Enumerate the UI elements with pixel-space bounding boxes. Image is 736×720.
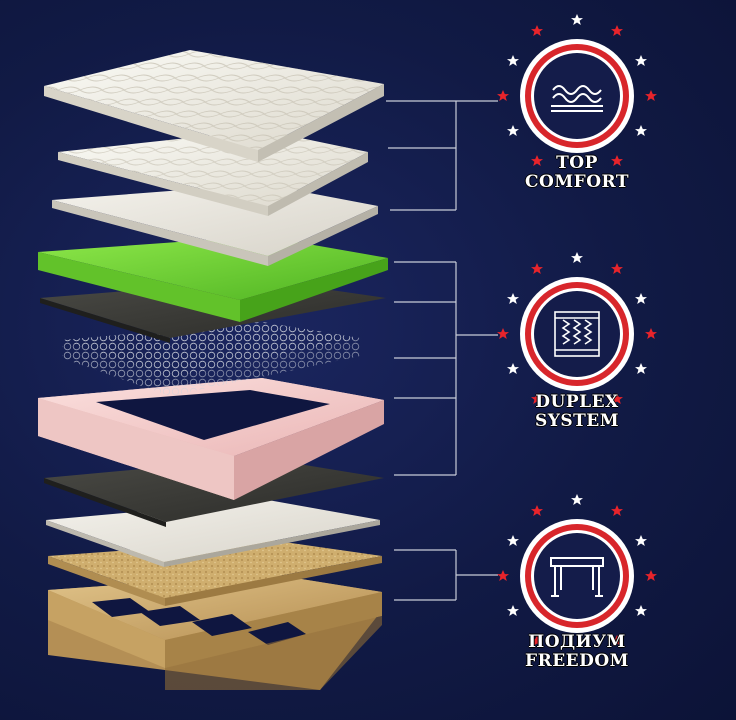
label-line-1: ПОДИУМ [528,632,626,652]
label-podium-freedom: ПОДИУМ FREEDOM [477,633,677,671]
wave-foam-icon [551,85,603,112]
badge-top-comfort [497,14,657,166]
bed-frame-icon [550,557,604,597]
bracket-top-comfort [386,100,498,211]
badge-duplex-system [497,252,657,404]
spring-block-icon [554,311,600,357]
layer-foam-perimeter-frame [38,378,384,500]
bracket-duplex-system [394,261,498,476]
layer-pocket-spring-block [62,322,360,396]
label-duplex-system: DUPLEX SYSTEM [477,393,677,431]
label-top-comfort: TOP COMFORT [477,154,677,192]
bracket-podium-freedom [394,549,498,601]
layer-green-foam [38,236,388,300]
label-line-1: TOP [556,153,598,173]
label-line-2: COMFORT [524,172,629,192]
badge-podium-freedom [497,494,657,646]
label-line-2: SYSTEM [534,411,620,431]
label-line-1: DUPLEX [535,392,619,412]
layer-white-felt-bottom [46,500,380,562]
layer-white-foam [52,184,378,256]
label-line-2: FREEDOM [525,651,629,671]
